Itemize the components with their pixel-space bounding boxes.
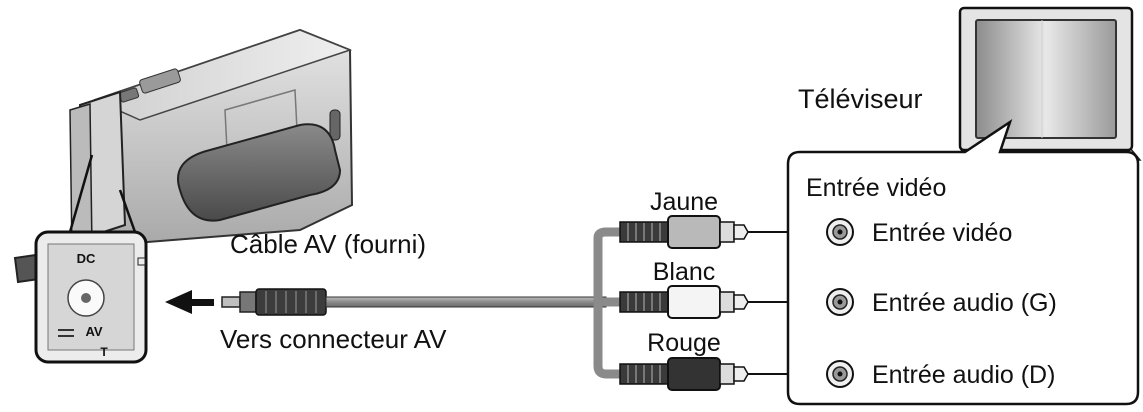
input-jack-icon <box>826 218 854 246</box>
input-label-audio-left: Entrée audio (G) <box>872 289 1057 317</box>
tv-input-panel <box>786 118 1140 406</box>
av-jack-label: AV <box>85 324 102 339</box>
dc-jack-label: DC <box>77 251 96 266</box>
plug-label-yellow: Jaune <box>650 188 718 216</box>
input-jack-icon <box>826 360 854 388</box>
t-jack-label: T <box>100 345 108 359</box>
input-label-video: Entrée vidéo <box>872 219 1012 247</box>
input-label-audio-right: Entrée audio (D) <box>872 361 1055 389</box>
arrow-left-icon <box>165 290 214 314</box>
tv-label: Téléviseur <box>798 84 923 114</box>
cable-label: Câble AV (fourni) <box>230 229 426 259</box>
rca-plug-yellow <box>619 215 826 249</box>
television-illustration <box>958 6 1142 161</box>
rca-plug-red <box>619 357 826 391</box>
plug-label-red: Rouge <box>647 329 721 357</box>
rca-plug-white <box>619 285 826 319</box>
input-jack-icon <box>826 288 854 316</box>
plug-label-white: Blanc <box>653 258 716 286</box>
av-jack-callout: DC AV T <box>34 154 148 364</box>
connector-label: Vers connecteur AV <box>220 324 447 354</box>
panel-title: Entrée vidéo <box>806 174 946 202</box>
av-cable <box>221 227 620 379</box>
